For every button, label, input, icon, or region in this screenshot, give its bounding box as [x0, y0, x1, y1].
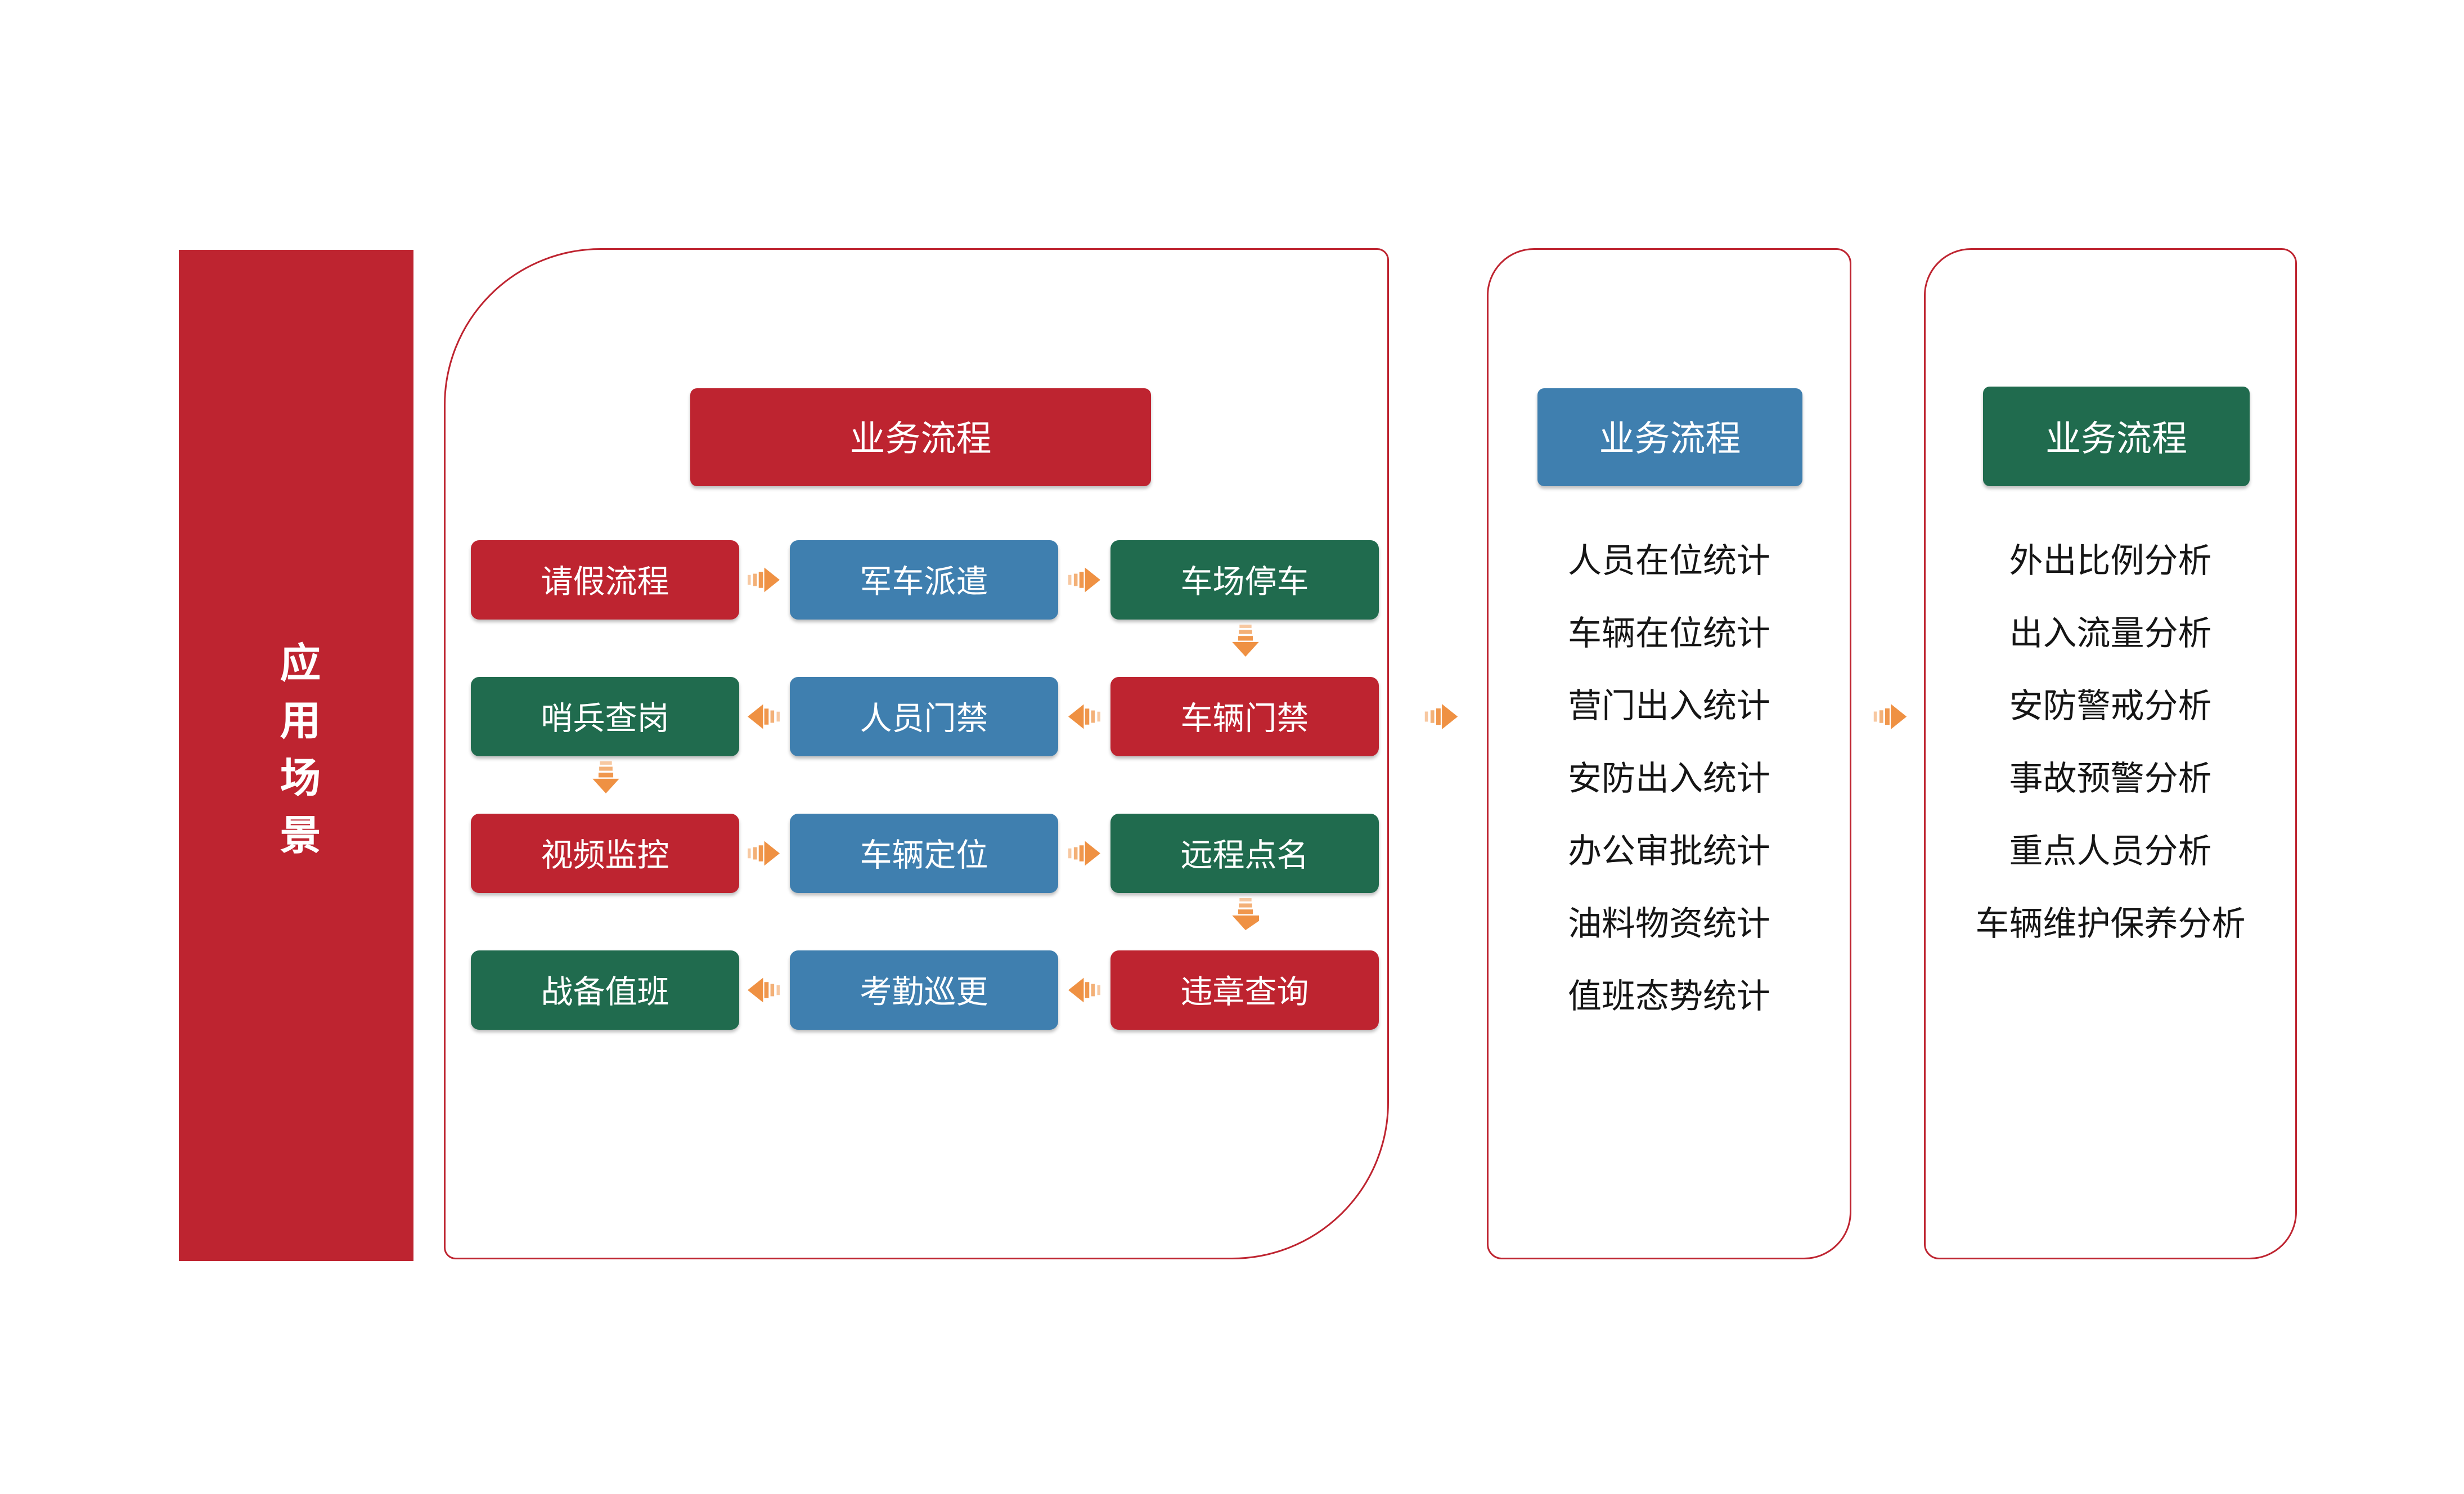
process-panel-header: 业务流程 [690, 388, 1151, 486]
flow-box-vehicle-positioning: 车辆定位 [790, 814, 1058, 893]
stats-item-list: 人员在位统计 车辆在位统计 营门出入统计 安防出入统计 办公审批统计 油料物资统… [1487, 537, 1851, 1020]
stats-item: 安防出入统计 [1568, 758, 1770, 798]
stats-item: 办公审批统计 [1568, 831, 1770, 871]
stats-item: 营门出入统计 [1568, 685, 1770, 726]
flow-arrow-right-icon [1068, 841, 1100, 866]
analysis-item: 车辆维护保养分析 [1975, 903, 2246, 944]
process-panel-header-label: 业务流程 [849, 419, 992, 459]
flow-box-attendance-patrol: 考勤巡更 [790, 950, 1058, 1030]
analysis-item: 重点人员分析 [2009, 831, 2212, 871]
flow-box-personnel-access: 人员门禁 [790, 677, 1058, 756]
stats-item: 车辆在位统计 [1568, 613, 1770, 653]
flow-box-vehicle-access: 车辆门禁 [1110, 677, 1379, 756]
analysis-panel-header: 业务流程 [1983, 387, 2250, 486]
panel-link-arrow-icon [1424, 704, 1458, 729]
stats-item: 值班态势统计 [1568, 976, 1770, 1016]
sidebar-title: 应用场景 [272, 640, 320, 871]
flow-arrow-down-icon [592, 761, 619, 793]
flow-box-label: 哨兵查岗 [541, 701, 669, 738]
stats-item: 人员在位统计 [1568, 540, 1770, 581]
analysis-item: 外出比例分析 [2009, 540, 2212, 581]
flow-arrow-down-icon [1232, 625, 1259, 657]
flow-box-label: 远程点名 [1180, 837, 1309, 874]
flow-box-label: 请假流程 [541, 564, 669, 601]
panel-link-arrow-icon [1873, 704, 1907, 729]
flow-box-label: 视频监控 [541, 837, 669, 874]
flow-arrow-right-icon [748, 567, 780, 593]
flow-arrow-left-icon [748, 977, 780, 1003]
flow-box-label: 车场停车 [1180, 564, 1309, 601]
flow-box-sentry-inspection: 哨兵查岗 [471, 677, 739, 756]
analysis-item: 事故预警分析 [2009, 758, 2212, 798]
flow-box-parking: 车场停车 [1110, 540, 1379, 620]
flow-box-label: 考勤巡更 [860, 974, 988, 1011]
flow-arrow-left-icon [748, 704, 780, 729]
flow-box-video-surveillance: 视频监控 [471, 814, 739, 893]
stats-item: 油料物资统计 [1568, 903, 1770, 944]
flow-box-label: 军车派遣 [860, 564, 988, 601]
flow-box-military-vehicle-dispatch: 军车派遣 [790, 540, 1058, 620]
flow-box-label: 违章查询 [1180, 974, 1309, 1011]
flow-arrow-left-icon [1068, 704, 1100, 729]
flow-arrow-right-icon [748, 841, 780, 866]
analysis-item: 出入流量分析 [2009, 613, 2212, 653]
analysis-panel-header-label: 业务流程 [2045, 418, 2187, 459]
flow-box-label: 人员门禁 [860, 701, 988, 738]
analysis-item: 安防警戒分析 [2009, 685, 2212, 726]
flow-arrow-down-icon [1232, 898, 1259, 930]
flow-box-leave-process: 请假流程 [471, 540, 739, 620]
stats-panel-header-label: 业务流程 [1599, 419, 1741, 459]
analysis-item-list: 外出比例分析 出入流量分析 安防警戒分析 事故预警分析 重点人员分析 车辆维护保… [1924, 537, 2297, 947]
sidebar-banner: 应用场景 [179, 250, 413, 1261]
flow-box-combat-readiness-duty: 战备值班 [471, 950, 739, 1030]
flow-box-violation-query: 违章查询 [1110, 950, 1379, 1030]
flow-box-label: 战备值班 [541, 974, 669, 1011]
flow-box-label: 车辆门禁 [1180, 701, 1309, 738]
flow-box-remote-rollcall: 远程点名 [1110, 814, 1379, 893]
stats-panel-header: 业务流程 [1537, 388, 1802, 486]
flow-arrow-right-icon [1068, 567, 1100, 593]
flow-arrow-left-icon [1068, 977, 1100, 1003]
flow-box-label: 车辆定位 [860, 837, 988, 874]
